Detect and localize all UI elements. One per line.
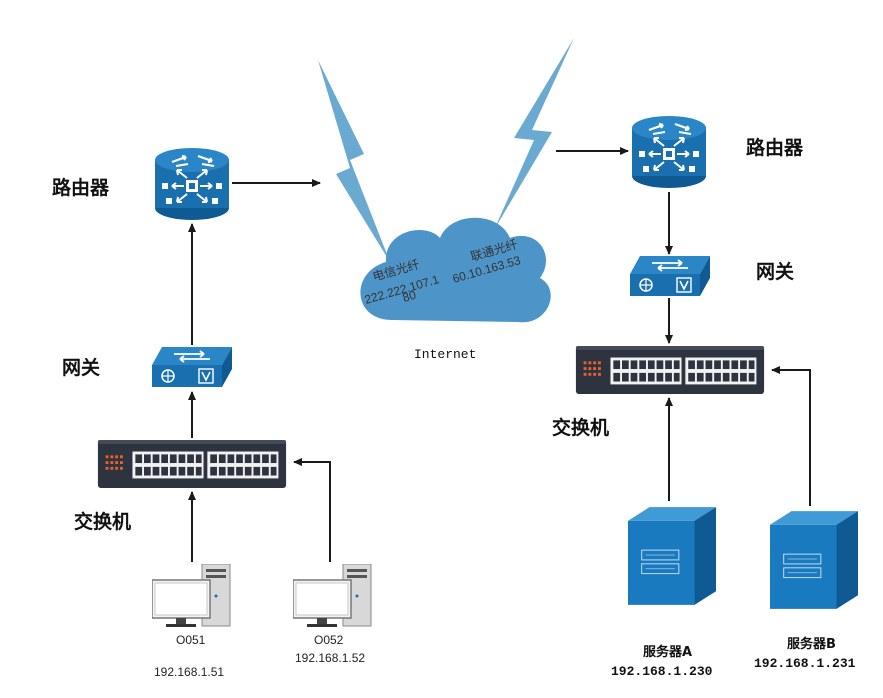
pc-o052-ip: 192.168.1.52 (295, 651, 365, 665)
right-router-label: 路由器 (746, 136, 804, 159)
left-router-icon[interactable] (154, 146, 230, 222)
server-b-icon[interactable] (770, 510, 858, 610)
pc-o052-icon[interactable] (293, 564, 372, 628)
pc-o051-icon[interactable] (152, 564, 231, 628)
arrow-pc2-to-switch (293, 458, 331, 562)
right-switch-label: 交换机 (552, 416, 609, 439)
pc-o052-name: O052 (314, 633, 344, 647)
server-a-icon[interactable] (628, 506, 716, 606)
left-gateway-icon[interactable] (152, 347, 232, 388)
server-b-ip: 192.168.1.231 (754, 656, 856, 671)
server-b-name: 服务器B (787, 636, 836, 652)
arrow-server-b-to-switch (771, 366, 811, 506)
link-bolt-left (318, 60, 390, 262)
link-bolt-right (494, 38, 574, 230)
internet-label: Internet (414, 347, 476, 362)
link-a-ip-suffix: 80 (401, 288, 418, 305)
pc-o051-ip: 192.168.1.51 (154, 665, 224, 679)
server-a-ip: 192.168.1.230 (611, 664, 713, 679)
left-switch-icon[interactable] (97, 440, 287, 488)
right-gateway-icon[interactable] (630, 256, 710, 297)
left-gateway-label: 网关 (62, 356, 100, 379)
left-switch-label: 交换机 (74, 510, 131, 533)
right-switch-icon[interactable] (575, 346, 765, 394)
right-router-icon[interactable] (631, 114, 707, 190)
internet-cloud (360, 217, 551, 323)
pc-o051-name: O051 (176, 633, 206, 647)
right-gateway-label: 网关 (756, 260, 794, 283)
left-router-label: 路由器 (52, 176, 110, 199)
server-a-name: 服务器A (643, 644, 692, 660)
